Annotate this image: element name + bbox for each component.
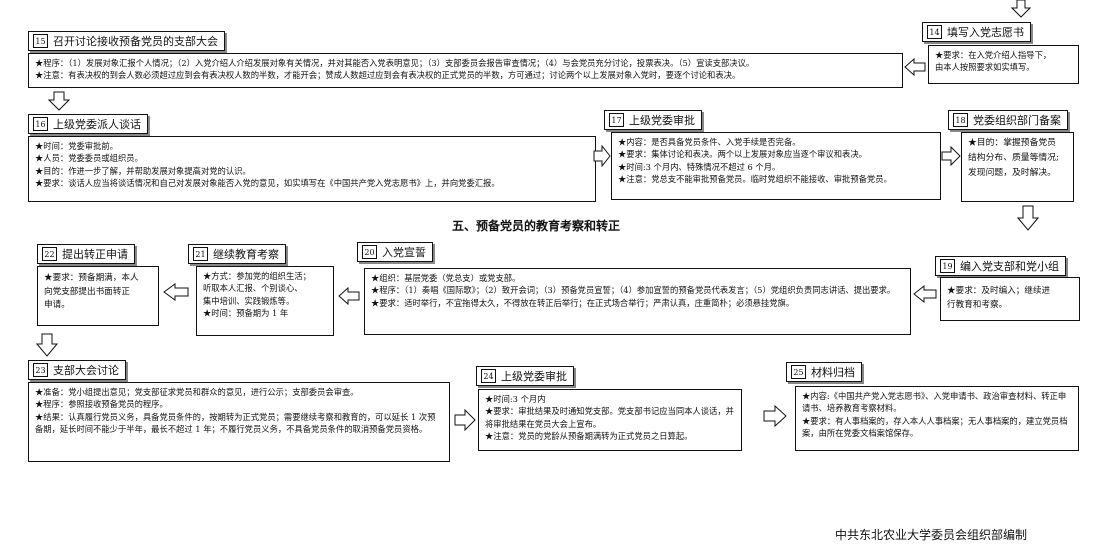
step-24-line: ★注意：党员的党龄从预备期满转为正式党员之日算起。 [485, 430, 693, 441]
step-18-box: ★目的：掌握预备党员 结构分布、质量等情况; 发现问题，及时解决。 [961, 132, 1074, 202]
step-21-line: 集中培训、实践锻炼等。 [203, 295, 295, 306]
step-17-line: ★注意：党总支不能审批预备党员。临时党组织不能接收、审批预备党员。 [618, 173, 892, 184]
step-17-line: ★要求：集体讨论和表决。两个以上发展对象应当逐个审议和表决。 [618, 149, 867, 160]
step-20-line: ★组织：基层党委（党总支）或党支部。 [371, 273, 521, 283]
step-25-title-text: 材料归档 [811, 366, 855, 379]
step-22-number: 22 [42, 247, 57, 261]
step-20-title: 20 入党宣誓 [357, 242, 433, 262]
step-20-box: ★组织：基层党委（党总支）或党支部。 ★程序：（1）奏唱《国际歌》；（2）致开会… [364, 268, 911, 335]
step-25-box: ★内容:《中国共产党入党志愿书》、入党申请书、政治审查材料、转正申请书、培养教育… [795, 386, 1079, 451]
step-22-title: 22 提出转正申请 [37, 244, 135, 264]
step-21-line: 听取本人汇报、个别谈心、 [203, 283, 303, 294]
step-24-line: ★时间:3 个月内 [485, 394, 546, 404]
step-18-line: 发现问题，及时解决。 [968, 168, 1056, 178]
step-14-title: 14 填写入党志愿书 [922, 22, 1031, 42]
step-20-title-text: 入党宣誓 [382, 246, 426, 259]
step-25-line: ★要求：有人事档案的，存入本人人事档案；无人事档案的，建立党员档案，由所在党委文… [802, 415, 1068, 438]
arrow-down-icon [48, 91, 70, 111]
arrow-right-icon [941, 146, 961, 166]
step-23-box: ★准备：党小组提出意见；党支部征求党员和群众的意见，进行公示；支部委员会审查。 … [28, 382, 450, 462]
step-22-title-text: 提出转正申请 [62, 248, 128, 261]
step-14-box: ★要求：在入党介绍人指导下， 由本人按照要求如实填写。 [928, 45, 1079, 84]
arrow-down-icon [1011, 0, 1031, 18]
step-16-line: ★人员：党委委员或组织员。 [35, 153, 143, 164]
step-17-title: 17 上级党委审批 [604, 110, 702, 130]
step-18-number: 18 [953, 113, 968, 127]
step-17-line: ★时间:3 个月内、特殊情况不超过 6 个月。 [618, 161, 781, 172]
step-19-line: 行教育和考察。 [947, 300, 1008, 310]
step-19-title-text: 编入党支部和党小组 [960, 260, 1059, 273]
step-16-line: ★要求：谈话人应当将谈话情况和自己对发展对象能否入党的意见，如实填写在《中国共产… [35, 177, 500, 188]
step-24-title-text: 上级党委审批 [501, 370, 567, 383]
step-24-line: ★要求：审批结果及时通知党支部。党支部书记应当同本人谈话，并将审批结果在党员大会… [485, 406, 734, 429]
step-20-number: 20 [362, 245, 377, 259]
step-19-line: ★要求：及时编入；继续进 [947, 286, 1051, 296]
step-22-line: 向党支部提出书面转正 [44, 286, 130, 297]
step-24-box: ★时间:3 个月内 ★要求：审批结果及时通知党支部。党支部书记应当同本人谈话，并… [478, 389, 742, 451]
step-21-title-text: 继续教育考察 [213, 248, 279, 261]
section-heading: 五、预备党员的教育考察和转正 [452, 219, 621, 233]
step-16-number: 16 [33, 117, 48, 131]
arrow-down-icon [36, 333, 58, 357]
step-22-line: 申请。 [44, 300, 70, 310]
step-21-line: ★时间：预备期为 1 年 [203, 307, 289, 318]
arrow-right-icon [763, 405, 787, 427]
step-16-title: 16 上级党委派人谈话 [28, 114, 148, 134]
step-20-line: ★要求：适时举行，不宜拖得太久，不得放在转正后举行；在正式场合举行；严肃认真，庄… [371, 297, 795, 308]
step-23-number: 23 [33, 363, 48, 377]
step-24-title: 24 上级党委审批 [476, 366, 574, 386]
step-24-number: 24 [481, 369, 496, 383]
step-16-line: ★时间：党委审批前。 [35, 141, 118, 151]
step-19-box: ★要求：及时编入；继续进 行教育和考察。 [940, 277, 1080, 321]
step-18-line: ★目的：掌握预备党员 [968, 138, 1056, 148]
arrow-left-icon [163, 283, 189, 301]
arrow-left-icon [338, 287, 360, 305]
arrow-left-icon [904, 58, 926, 76]
step-14-number: 14 [927, 25, 942, 39]
step-19-title: 19 编入党支部和党小组 [935, 256, 1066, 276]
footer-credit: 中共东北农业大学委员会组织部编制 [835, 528, 1028, 542]
step-23-line: ★结果：认真履行党员义务，具备党员条件的，按期转为正式党员；需要继续考察和教育的… [35, 411, 436, 434]
arrow-right-icon [593, 145, 611, 167]
step-25-line: ★内容:《中国共产党入党志愿书》、入党申请书、政治审查材料、转正申请书、培养教育… [802, 391, 1067, 414]
step-14-line: 由本人按照要求如实填写。 [935, 62, 1035, 73]
step-25-number: 25 [791, 365, 806, 379]
step-14-title-text: 填写入党志愿书 [947, 26, 1024, 39]
step-16-box: ★时间：党委审批前。 ★人员：党委委员或组织员。 ★目的：作进一步了解，并帮助发… [28, 136, 596, 202]
step-23-line: ★准备：党小组提出意见；党支部征求党员和群众的意见，进行公示；支部委员会审查。 [35, 387, 359, 397]
step-22-box: ★要求：预备期满，本人 向党支部提出书面转正 申请。 [37, 266, 159, 326]
step-15-title-text: 召开讨论接收预备党员的支部大会 [53, 35, 218, 48]
step-16-title-text: 上级党委派人谈话 [53, 118, 141, 131]
step-21-line: ★方式：参加党的组织生活； [203, 271, 311, 281]
step-19-number: 19 [940, 259, 955, 273]
step-18-title: 18 党委组织部门备案 [948, 110, 1068, 130]
step-21-title: 21 继续教育考察 [188, 244, 286, 264]
step-21-box: ★方式：参加党的组织生活； 听取本人汇报、个别谈心、 集中培训、实践锻炼等。 ★… [196, 266, 334, 336]
step-23-line: ★程序：参照接收预备党员的程序。 [35, 399, 168, 410]
step-16-line: ★目的：作进一步了解，并帮助发展对象提高对党的认识。 [35, 165, 251, 176]
step-20-line: ★程序：（1）奏唱《国际歌》；（2）致开会词；（3）预备党员宣誓；（4）参加宣誓… [371, 285, 896, 296]
step-17-title-text: 上级党委审批 [629, 114, 695, 127]
step-23-title: 23 支部大会讨论 [28, 360, 126, 380]
arrow-left-icon [913, 285, 937, 303]
arrow-right-icon [454, 409, 476, 431]
step-17-line: ★内容：是否具备党员条件、入党手续是否完备。 [618, 137, 801, 147]
step-18-title-text: 党委组织部门备案 [973, 114, 1061, 127]
step-22-line: ★要求：预备期满，本人 [44, 273, 139, 283]
step-17-number: 17 [609, 113, 624, 127]
step-15-number: 15 [33, 34, 48, 48]
step-14-line: ★要求：在入党介绍人指导下， [935, 50, 1052, 60]
step-17-box: ★内容：是否具备党员条件、入党手续是否完备。 ★要求：集体讨论和表决。两个以上发… [611, 132, 941, 200]
arrow-down-icon [1017, 205, 1039, 231]
step-18-line: 结构分布、质量等情况; [968, 153, 1059, 163]
step-23-title-text: 支部大会讨论 [53, 364, 119, 377]
step-15-box: ★程序：（1）发展对象汇报个人情况；（2）入党介绍人介绍发展对象有关情况，并对其… [28, 53, 903, 88]
step-15-title: 15 召开讨论接收预备党员的支部大会 [28, 31, 225, 51]
step-21-number: 21 [193, 247, 208, 261]
step-25-title: 25 材料归档 [786, 362, 862, 382]
step-15-line: ★程序：（1）发展对象汇报个人情况；（2）入党介绍人介绍发展对象有关情况，并对其… [35, 58, 755, 68]
step-15-line: ★注意：有表决权的到会人数必须超过应到会有表决权人数的半数，才能开会；赞成人数超… [35, 70, 741, 81]
